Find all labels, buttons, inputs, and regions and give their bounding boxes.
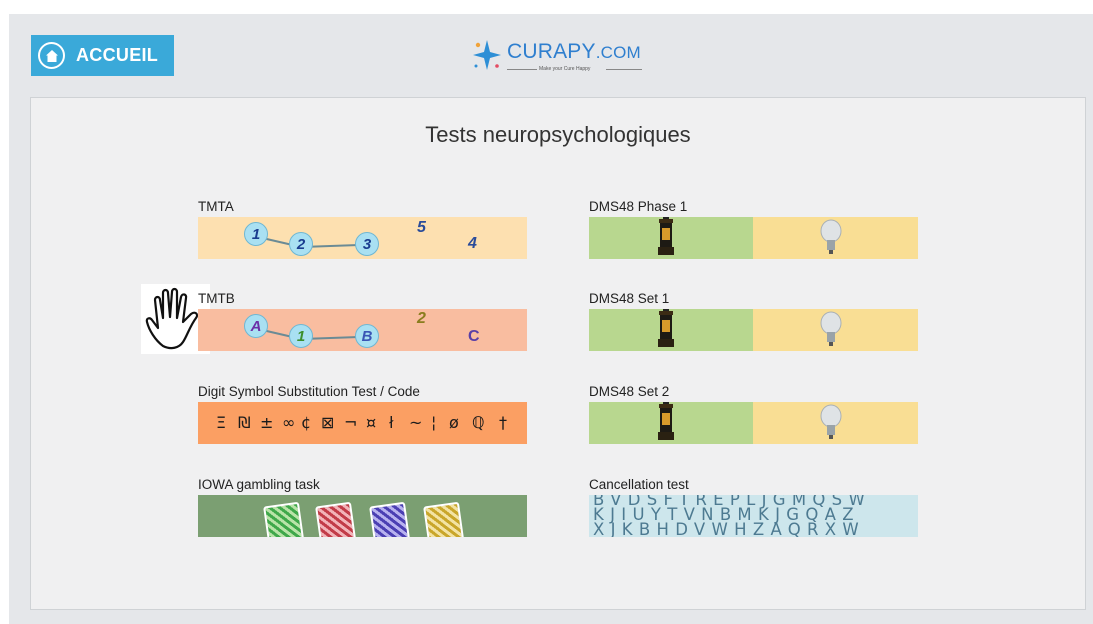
code-symbol: ℚ <box>472 413 485 432</box>
tile-label: Cancellation test <box>589 477 689 492</box>
trail-node: A <box>244 314 268 338</box>
code-symbol: ⊠ <box>321 413 335 432</box>
digit-symbol-preview: Ξ ₪ ± ∞ ¢ ⊠ ¬ ¤ ł ~ ¦ ø ℚ † <box>198 402 527 444</box>
page-title: Tests neuropsychologiques <box>425 122 691 147</box>
card-deck-b <box>315 501 357 537</box>
tile-label: DMS48 Set 1 <box>589 291 670 306</box>
card-deck-a <box>263 501 305 537</box>
tile-dms48-set2[interactable]: DMS48 Set 2 <box>589 384 918 444</box>
tile-dms48-set1[interactable]: DMS48 Set 1 <box>589 291 918 351</box>
curapy-logo: CURAPY.COM Make your Cure Happy <box>471 38 651 78</box>
light-bulb-icon <box>820 311 842 346</box>
code-symbol: ± <box>260 413 274 432</box>
code-symbol: † <box>499 413 507 432</box>
tile-label: IOWA gambling task <box>198 477 320 492</box>
logo-tagline: Make your Cure Happy <box>539 66 591 72</box>
code-symbol: ¬ <box>344 413 358 432</box>
lantern-icon <box>658 309 674 347</box>
logo-rule <box>606 69 642 70</box>
code-symbol: ₪ <box>238 413 251 432</box>
tile-label: DMS48 Phase 1 <box>589 199 688 214</box>
trail-node: B <box>355 324 379 348</box>
trail-node: 1 <box>289 324 313 348</box>
app-window: ACCUEIL CURAPY.COM Make your Cure Happy … <box>9 14 1093 624</box>
trail-node: 1 <box>244 222 268 246</box>
trail-target: 2 <box>417 310 426 327</box>
code-symbol: Ξ <box>216 413 227 432</box>
home-button-label: ACCUEIL <box>76 45 159 65</box>
trail-target: 5 <box>417 219 426 236</box>
dms48-set2-preview <box>589 402 918 444</box>
lantern-icon <box>658 402 674 440</box>
iowa-preview <box>198 495 527 537</box>
dms48-set1-preview <box>589 309 918 351</box>
tmtb-preview: A 1 B 2 C <box>198 309 527 351</box>
tile-iowa-gambling[interactable]: IOWA gambling task <box>198 477 527 537</box>
tile-dms48-phase1[interactable]: DMS48 Phase 1 <box>589 199 918 259</box>
logo-rule <box>507 69 537 70</box>
code-symbol: ø <box>449 413 459 432</box>
tile-cancellation[interactable]: Cancellation test BVDSFTREPLJGMQSW KJIUY… <box>589 477 918 537</box>
light-bulb-icon <box>820 404 842 439</box>
code-symbol: ¢ <box>301 413 312 432</box>
tile-tmtb[interactable]: TMTB A 1 B 2 C <box>198 291 527 351</box>
logo-star-icon <box>473 40 501 70</box>
light-bulb-icon <box>820 219 842 254</box>
code-symbol: ~ <box>409 413 423 432</box>
tile-tmta[interactable]: TMTA 1 2 3 5 4 <box>198 199 527 259</box>
card-deck-d <box>423 501 465 537</box>
dms48-phase1-preview <box>589 217 918 259</box>
tile-label: Digit Symbol Substitution Test / Code <box>198 384 420 399</box>
trail-node: 3 <box>355 232 379 256</box>
code-symbol: ¦ <box>431 413 437 432</box>
trail-node: 2 <box>289 232 313 256</box>
tile-label: TMTB <box>198 291 235 306</box>
cancellation-preview: BVDSFTREPLJGMQSW KJIUYTVNBMKJGQAZ XJKBHD… <box>589 495 918 537</box>
letter-row: BVDSFTREPLJGMQSW <box>593 495 872 509</box>
code-symbol: ∞ <box>282 413 296 432</box>
card-deck-c <box>369 501 411 537</box>
trail-target: 4 <box>468 235 477 252</box>
home-icon <box>38 42 65 69</box>
trail-target: C <box>468 328 480 345</box>
tile-label: TMTA <box>198 199 234 214</box>
tile-label: DMS48 Set 2 <box>589 384 670 399</box>
letter-row: KJIUYTVNBMKJGQAZ <box>593 505 860 524</box>
home-button[interactable]: ACCUEIL <box>31 35 174 76</box>
tmta-preview: 1 2 3 5 4 <box>198 217 527 259</box>
logo-text: CURAPY.COM <box>507 40 641 63</box>
tests-panel: Tests neuropsychologiques TMTA 1 2 3 5 4… <box>30 97 1086 610</box>
tile-digit-symbol[interactable]: Digit Symbol Substitution Test / Code Ξ … <box>198 384 527 444</box>
letter-row: XJKBHDVWHZAQRXW <box>593 520 866 537</box>
code-symbol: ¤ <box>366 413 377 432</box>
code-symbol: ł <box>389 413 394 432</box>
lantern-icon <box>658 217 674 255</box>
